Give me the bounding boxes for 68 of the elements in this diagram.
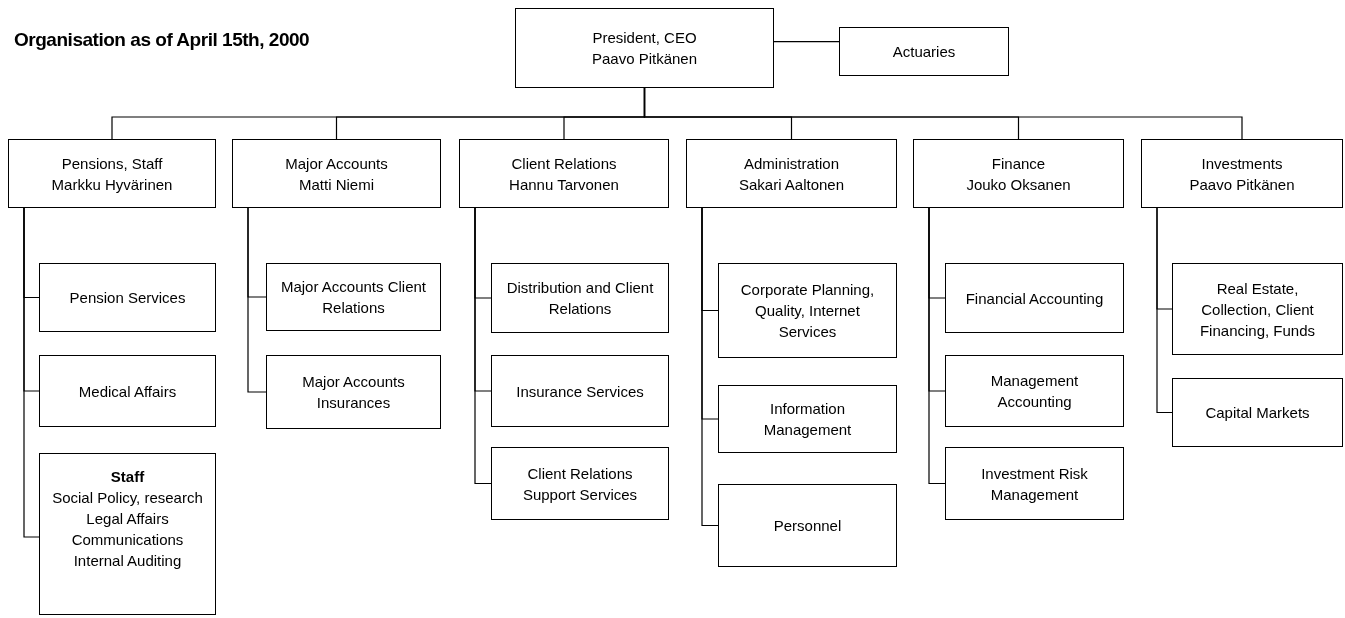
- unit-label: Internal Auditing: [73, 551, 182, 571]
- unit-box: [39, 453, 216, 615]
- connector-line: [1156, 207, 1173, 414]
- division-box: [1141, 139, 1343, 208]
- unit-label: Finance: [991, 153, 1046, 174]
- division-box: [459, 139, 669, 208]
- person-name: Jouko Oksanen: [966, 174, 1071, 195]
- unit-box: [1172, 378, 1343, 447]
- unit-label: Major Accounts Insurances: [301, 372, 406, 413]
- unit-label: President, CEO: [592, 28, 697, 48]
- unit-box: [1172, 263, 1343, 355]
- unit-label: Insurance Services: [516, 381, 644, 402]
- unit-box: [491, 263, 669, 333]
- unit-label: Real Estate, Collection, Client Financing, Funds: [1198, 278, 1317, 341]
- unit-label: Financial Accounting: [965, 288, 1104, 309]
- unit-label: Major Accounts: [285, 153, 388, 174]
- unit-label: Management Accounting: [989, 371, 1080, 412]
- person-name: Markku Hyvärinen: [51, 174, 173, 195]
- connector-line: [474, 207, 492, 485]
- person-name: Paavo Pitkänen: [1189, 174, 1295, 195]
- unit-label: Social Policy, research: [52, 488, 203, 508]
- connector-line: [23, 207, 40, 538]
- unit-box: [718, 263, 897, 358]
- division-box: [8, 139, 216, 208]
- unit-label: Administration: [743, 153, 839, 174]
- unit-label: Investments: [1201, 153, 1283, 174]
- unit-box: [491, 447, 669, 520]
- unit-label: Capital Markets: [1205, 403, 1310, 423]
- unit-box: [266, 263, 441, 331]
- connector-line: [773, 41, 840, 43]
- unit-label: Medical Affairs: [78, 381, 177, 402]
- unit-label: Personnel: [773, 516, 842, 536]
- person-name: Matti Niemi: [299, 174, 374, 195]
- chart-title: Organisation as of April 15th, 2000: [14, 28, 310, 52]
- unit-label: Distribution and Client Relations: [505, 278, 655, 319]
- division-box: [913, 139, 1124, 208]
- unit-label: Pensions, Staff: [61, 153, 163, 174]
- connector-line: [247, 207, 267, 393]
- connector-line: [928, 207, 946, 485]
- unit-label: Major Accounts Client Relations: [279, 277, 428, 318]
- division-box: [232, 139, 441, 208]
- unit-box: [945, 447, 1124, 520]
- group-heading: Staff: [110, 467, 145, 487]
- executive-box: [515, 8, 774, 88]
- unit-label: Actuaries: [892, 42, 956, 62]
- unit-label: Corporate Planning, Quality, Internet Services: [739, 280, 876, 342]
- person-name: Sakari Aaltonen: [738, 174, 845, 195]
- division-box: [686, 139, 897, 208]
- person-name: Hannu Tarvonen: [509, 174, 619, 195]
- unit-label: Investment Risk Management: [980, 463, 1089, 505]
- staff-function-box: [839, 27, 1009, 76]
- unit-box: [491, 355, 669, 427]
- unit-label: Legal Affairs: [86, 509, 169, 529]
- connector-line: [701, 207, 719, 527]
- connector-line: [643, 87, 1243, 140]
- unit-box: [39, 355, 216, 427]
- unit-box: [945, 263, 1124, 333]
- unit-box: [718, 484, 897, 567]
- unit-label: Client Relations Support Services: [521, 463, 639, 505]
- unit-box: [39, 263, 216, 332]
- unit-label: Client Relations: [511, 153, 617, 174]
- person-name: Paavo Pitkänen: [591, 49, 698, 69]
- unit-label: Information Management: [762, 399, 853, 440]
- unit-box: [718, 385, 897, 453]
- unit-box: [945, 355, 1124, 427]
- unit-label: Pension Services: [69, 288, 186, 308]
- unit-box: [266, 355, 441, 429]
- unit-label: Communications: [71, 530, 184, 550]
